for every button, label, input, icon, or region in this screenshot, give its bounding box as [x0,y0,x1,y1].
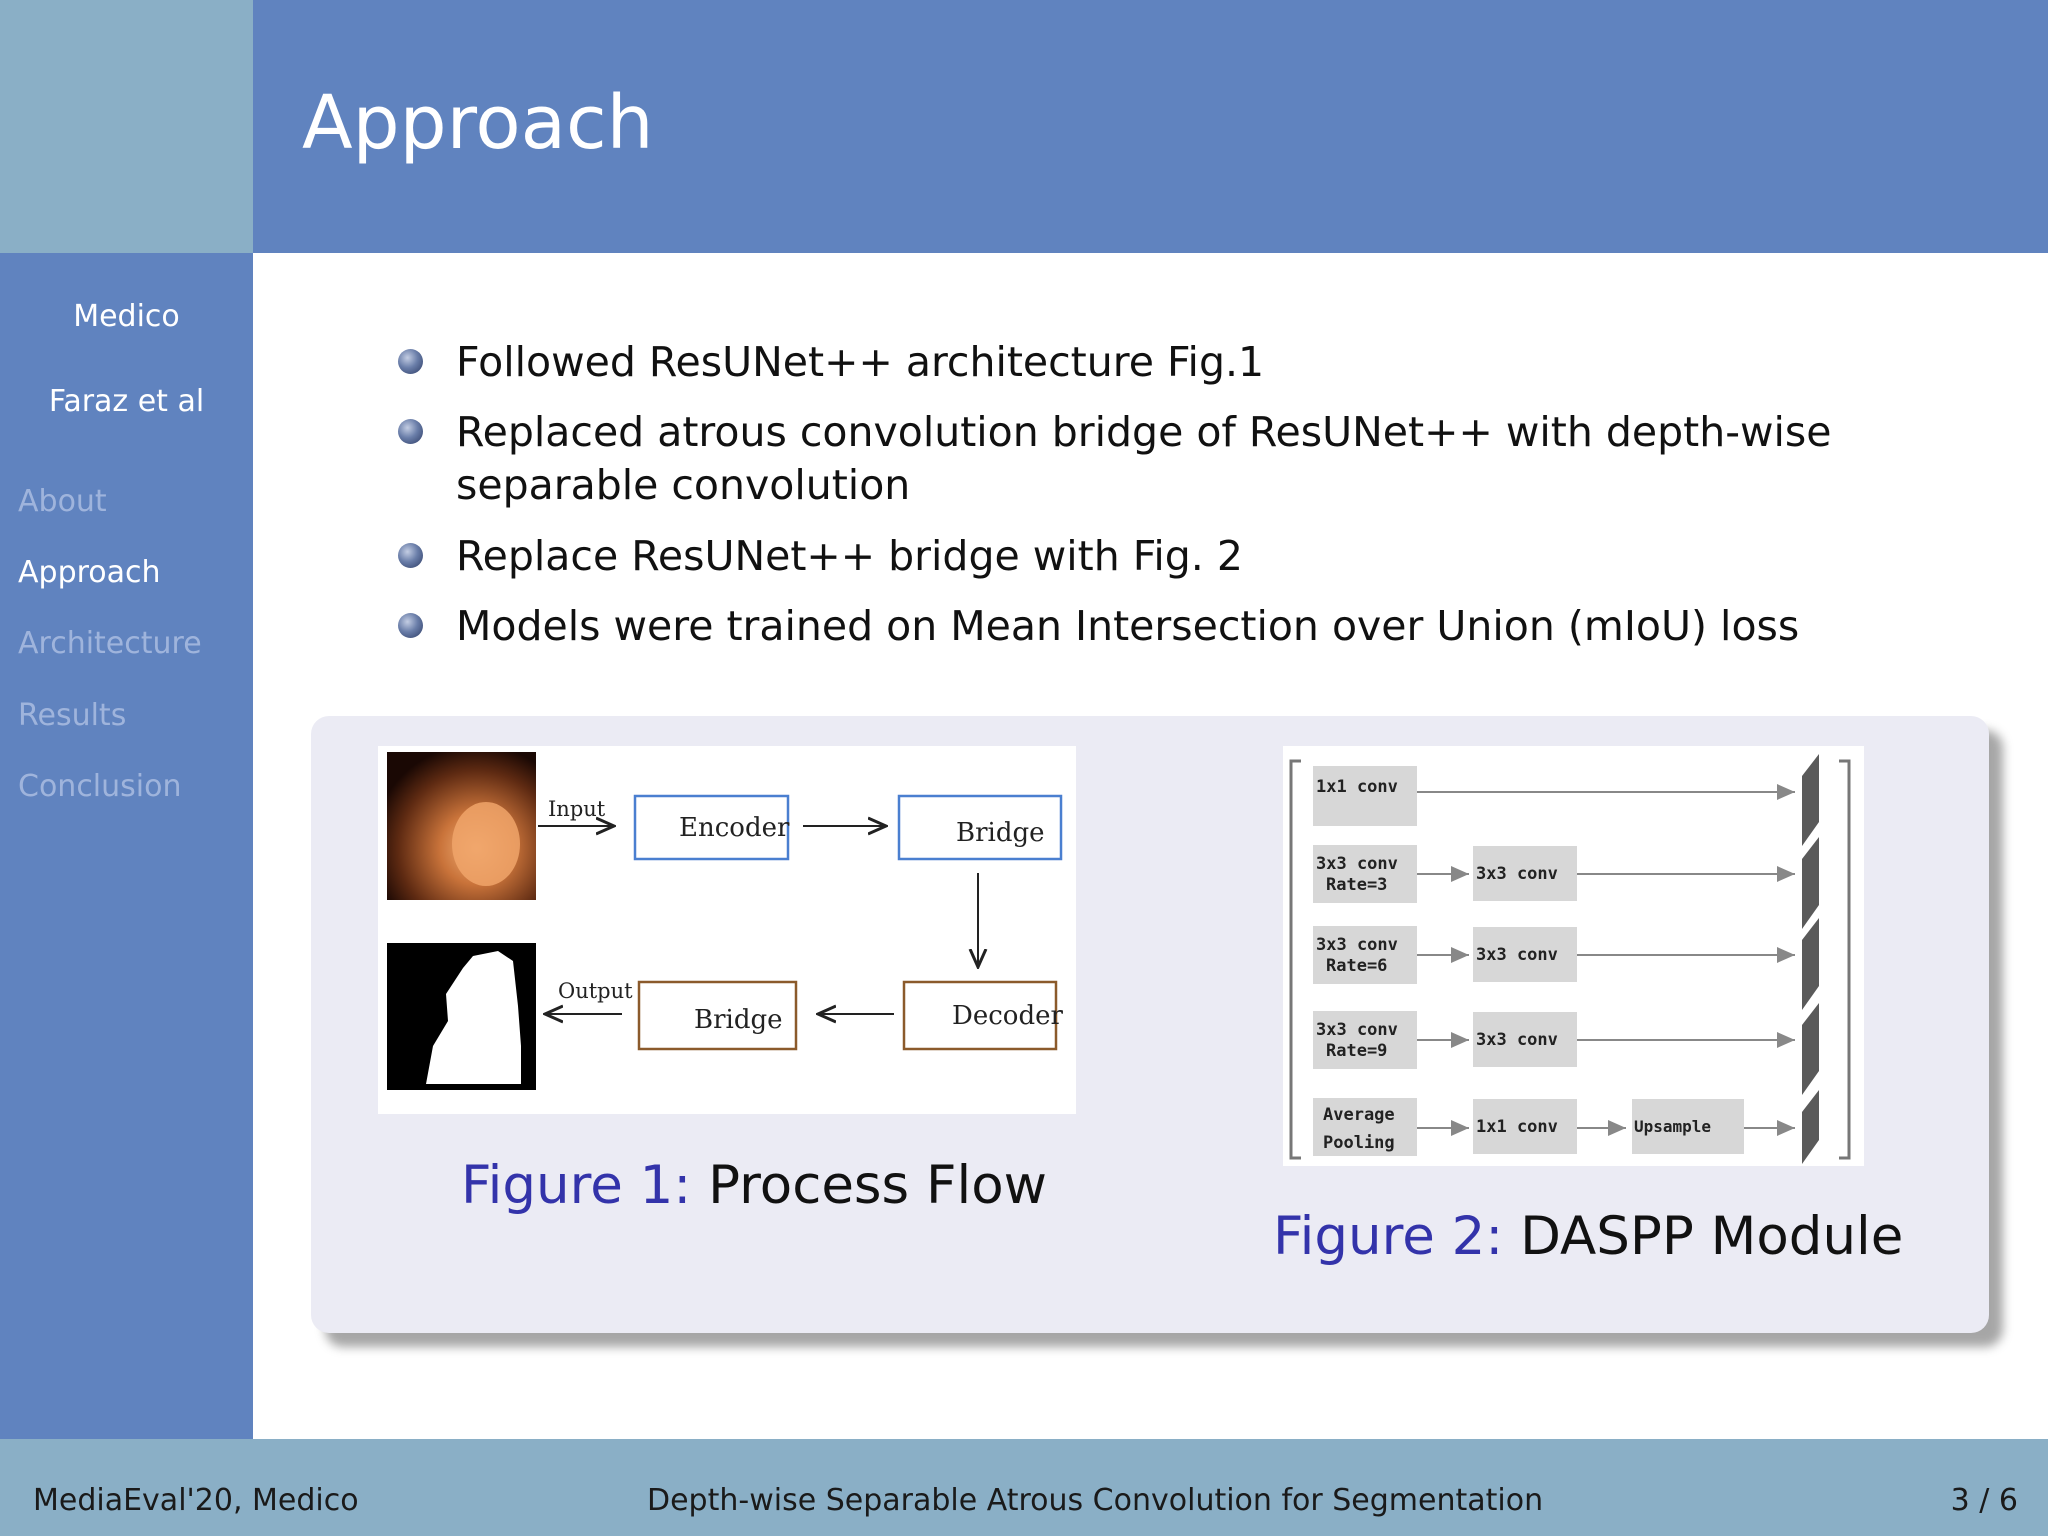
sidebar-short-title[interactable]: Medico [73,299,180,334]
daspp-row4-b: 3x3 conv [1476,1030,1558,1050]
bullet-text: Replaced atrous convolution bridge of Re… [456,408,1832,456]
daspp-row2-a2: Rate=3 [1326,875,1387,895]
bridge-top-label: Bridge [956,818,1045,848]
bullet-text-continued: separable convolution [456,461,911,509]
figure2-caption-label: Figure 2: [1273,1206,1504,1267]
figure1-caption-label: Figure 1: [461,1155,692,1216]
bullet-dot-icon [398,349,423,374]
bullet-dot-icon [398,543,423,568]
daspp-conv-block [1313,1011,1417,1069]
daspp-row2-a1: 3x3 conv [1316,854,1398,874]
daspp-diagram: 1x1 conv 3x3 conv Rate=3 3x3 conv 3x3 co… [1289,754,1851,1164]
decoder-label: Decoder [952,1001,1063,1031]
daspp-figure: 1x1 conv 3x3 conv Rate=3 3x3 conv 3x3 co… [1283,746,1864,1166]
feature-map-slabs [1802,754,1819,1164]
sidebar-item-conclusion[interactable]: Conclusion [18,769,182,804]
daspp-conv-block [1313,845,1417,903]
daspp-row1-a: 1x1 conv [1316,777,1398,797]
figure1-caption: Figure 1: Process Flow [461,1155,1047,1216]
footer-left: MediaEval'20, Medico [33,1483,359,1518]
sidebar-item-results[interactable]: Results [18,698,127,733]
bullet-dot-icon [398,613,423,638]
corner-block [0,0,253,253]
daspp-row3-a1: 3x3 conv [1316,935,1398,955]
slide-title: Approach [302,80,654,166]
daspp-row4-a2: Rate=9 [1326,1041,1387,1061]
sidebar: Medico Faraz et al About Approach Archit… [0,253,253,1439]
decoder-box [902,980,1058,1051]
daspp-conv-block [1313,766,1417,826]
sidebar-author[interactable]: Faraz et al [48,384,205,419]
daspp-row5-b: 1x1 conv [1476,1117,1558,1137]
footer: MediaEval'20, Medico Depth-wise Separabl… [0,1439,2048,1536]
page-number: 3 / 6 [1950,1483,2018,1518]
daspp-conv-block [1473,1012,1577,1067]
daspp-conv-block [1473,1099,1577,1154]
bullet-dot-icon [398,419,423,444]
sidebar-item-architecture[interactable]: Architecture [18,626,202,661]
daspp-row5-a2: Pooling [1323,1133,1395,1153]
daspp-conv-block [1473,846,1577,901]
daspp-row5-c: Upsample [1634,1117,1711,1136]
input-label: Input [548,797,606,821]
daspp-conv-block [1632,1099,1744,1154]
daspp-conv-block [1313,1098,1417,1156]
daspp-row4-a1: 3x3 conv [1316,1020,1398,1040]
encoder-label: Encoder [679,813,790,843]
encoder-box [633,794,790,861]
sidebar-item-about[interactable]: About [18,484,107,519]
bullet-text: Replace ResUNet++ bridge with Fig. 2 [456,532,1243,580]
figure1-caption-text: Process Flow [708,1155,1047,1216]
sidebar-item-approach[interactable]: Approach [18,555,161,590]
daspp-row5-a1: Average [1323,1105,1395,1125]
daspp-conv-block [1313,926,1417,984]
title-bar [253,0,2048,253]
daspp-row3-a2: Rate=6 [1326,956,1387,976]
daspp-row2-b: 3x3 conv [1476,864,1558,884]
figure2-caption: Figure 2: DASPP Module [1273,1206,1903,1267]
bullet-text: Followed ResUNet++ architecture Fig.1 [456,338,1265,386]
footer-title: Depth-wise Separable Atrous Convolution … [647,1483,1544,1518]
process-flow-diagram: Input Encoder Bridge Decoder Bridge Outp… [387,752,1063,1090]
figure2-caption-text: DASPP Module [1520,1206,1904,1267]
bridge-top-box [897,794,1063,861]
bridge-bottom-label: Bridge [694,1005,783,1035]
output-label: Output [558,979,633,1003]
daspp-conv-block [1473,927,1577,982]
bridge-bottom-box [637,980,798,1051]
daspp-row3-b: 3x3 conv [1476,945,1558,965]
process-flow-figure: Input Encoder Bridge Decoder Bridge Outp… [378,746,1076,1114]
bullet-text: Models were trained on Mean Intersection… [456,602,1800,650]
